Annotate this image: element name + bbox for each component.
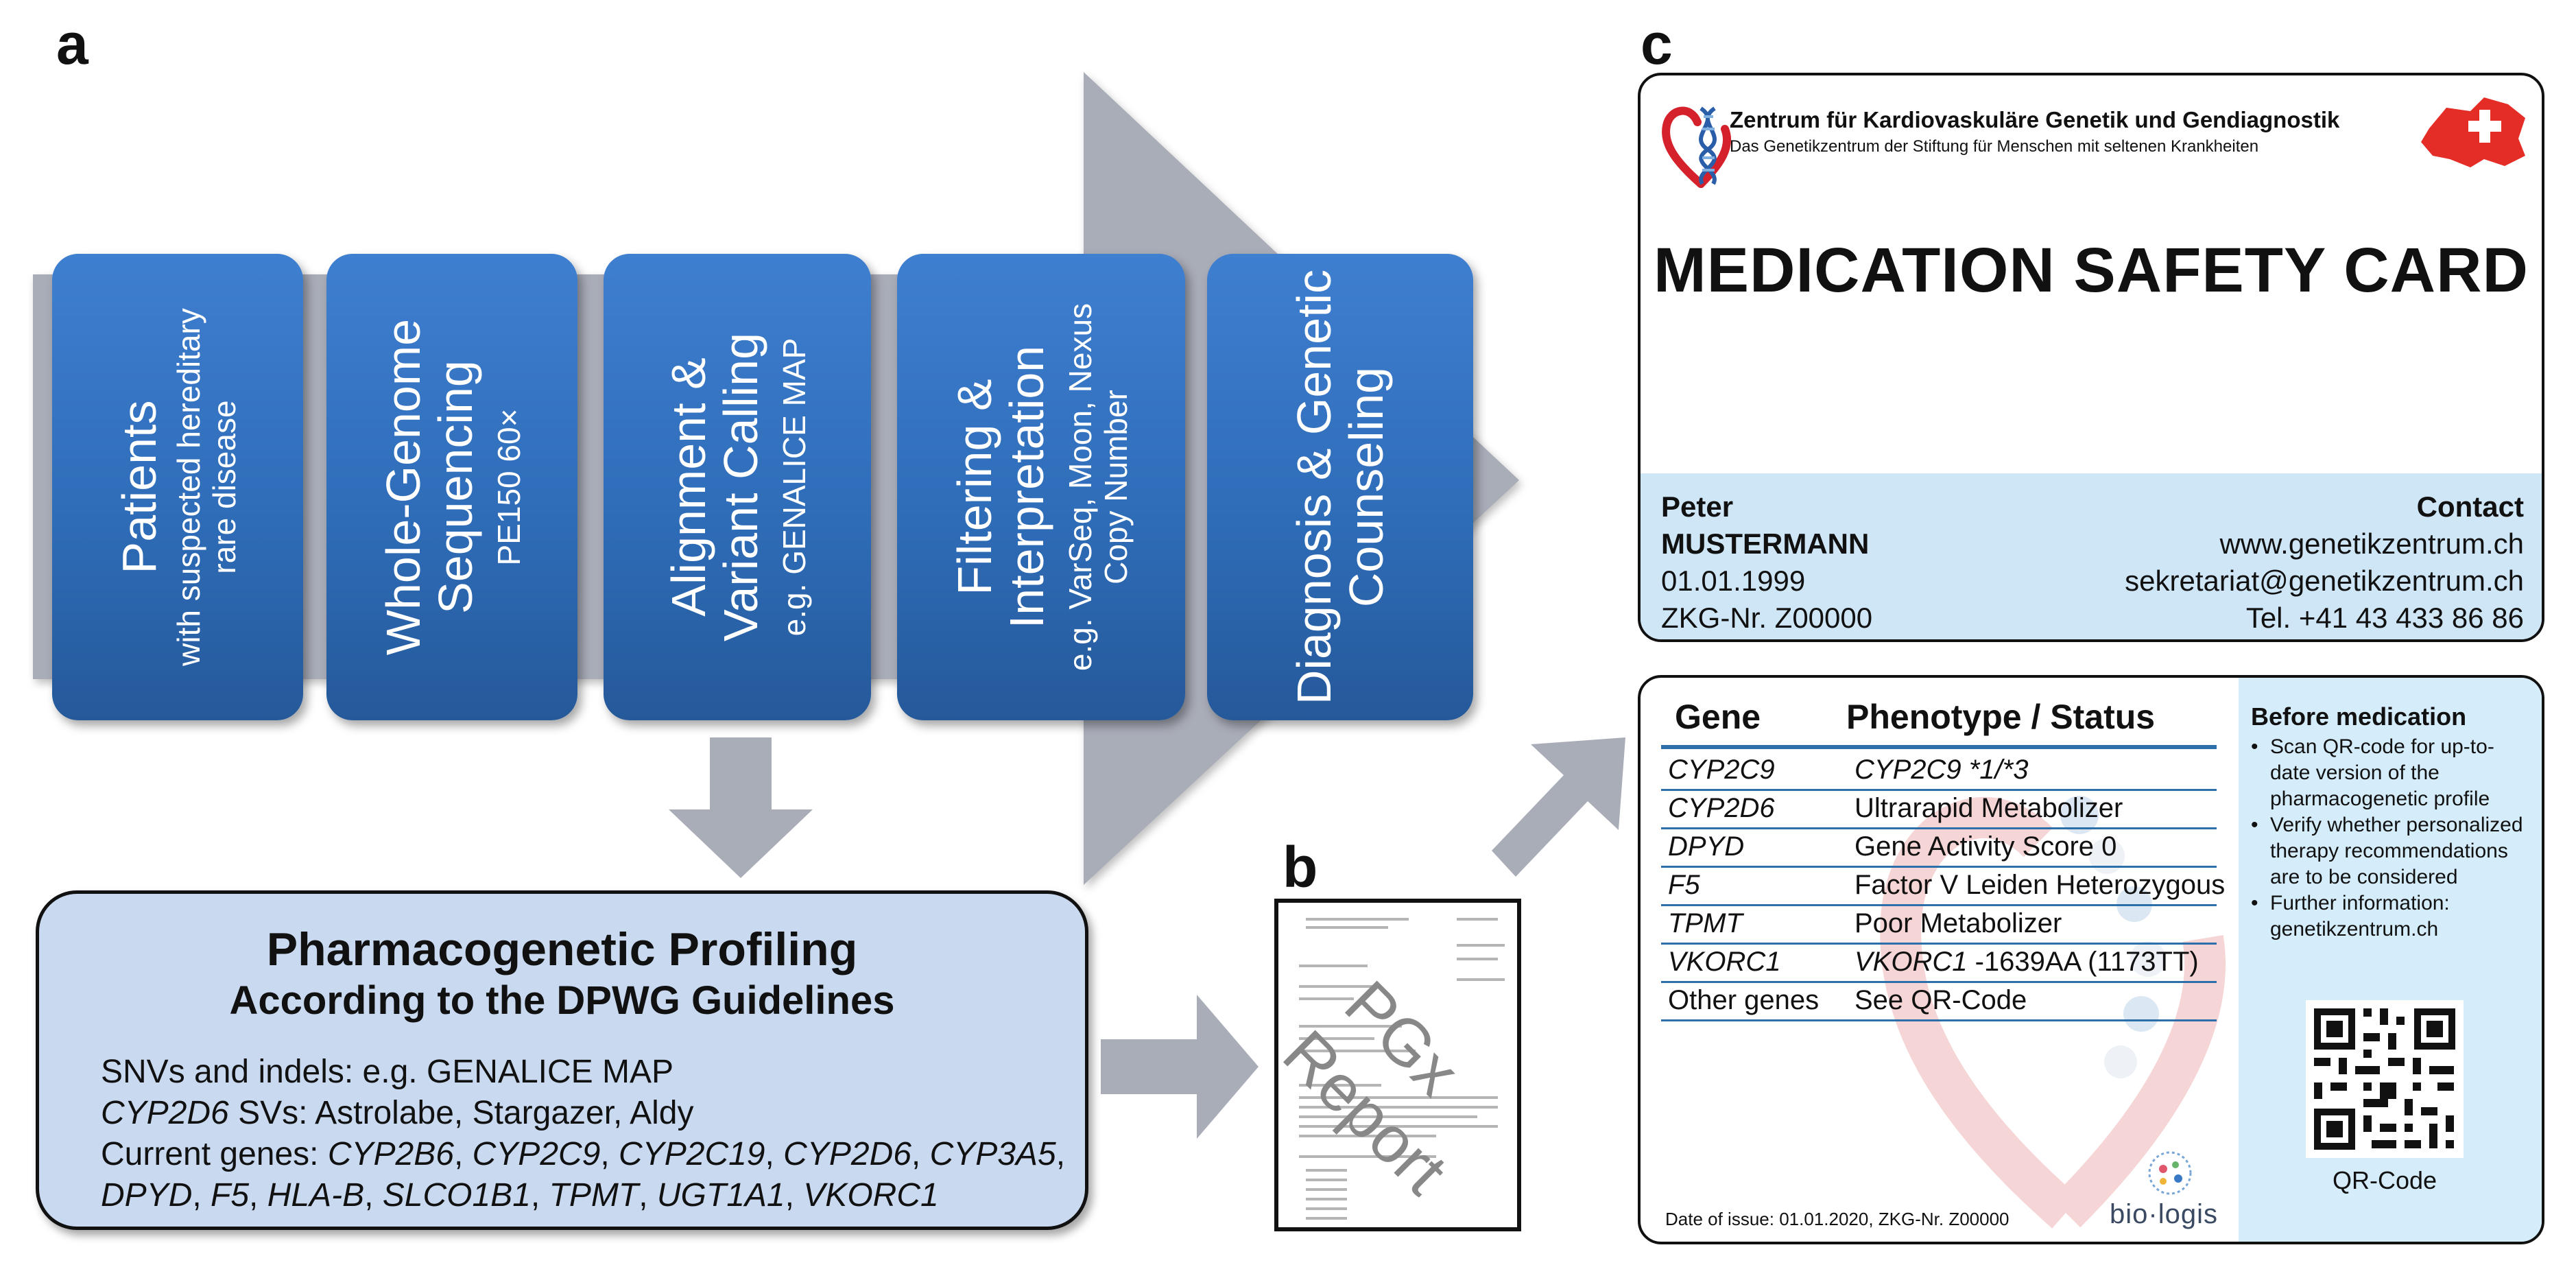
step-diagnosis: Diagnosis & Genetic Counseling xyxy=(1207,254,1473,720)
gene-cell: CYP2C9 xyxy=(1668,755,1775,785)
contact-email: sekretariat@genetikzentrum.ch xyxy=(2125,565,2524,597)
gene: CYP3A5 xyxy=(929,1136,1056,1172)
phenotype-cell: VKORC1 -1639AA (1173TT) xyxy=(1855,947,2199,977)
col-gene-header: Gene xyxy=(1675,698,1761,736)
gene-row: TPMT Poor Metabolizer xyxy=(1661,904,2217,945)
holder-zkg: ZKG-Nr. Z00000 xyxy=(1661,602,1873,634)
phenotype-cell: Factor V Leiden Heterozygous xyxy=(1855,870,2226,900)
step-patients-title: Patients xyxy=(112,400,166,574)
right-arrow-report xyxy=(1101,995,1259,1139)
date-of-issue: Date of issue: 01.01.2020, ZKG-Nr. Z0000… xyxy=(1665,1209,2009,1229)
gene: SLCO1B1 xyxy=(382,1177,531,1214)
diagonal-arrow-card xyxy=(1492,737,1625,877)
gene-row: DPYD Gene Activity Score 0 xyxy=(1661,827,2217,868)
gene-cell: Other genes xyxy=(1668,985,1820,1015)
gene: VKORC1 xyxy=(803,1177,939,1214)
panel-label-a: a xyxy=(56,12,88,76)
pgx-current-label: Current genes: xyxy=(101,1136,328,1172)
biologis-wordmark: bio·logis xyxy=(2110,1199,2218,1229)
gene-cell: CYP2D6 xyxy=(1668,793,1775,823)
phenotype-cell: Gene Activity Score 0 xyxy=(1855,831,2117,862)
qr-code-label: QR-Code xyxy=(2332,1166,2437,1194)
pgx-title: Pharmacogenetic Profiling xyxy=(266,923,858,975)
panel-label-b: b xyxy=(1283,835,1318,899)
gene-row: Other genes See QR-Code xyxy=(1661,981,2217,1021)
step-wgs-subtitle: PE150 60× xyxy=(491,408,527,566)
pgx-report-thumbnail: PGx Report xyxy=(1274,899,1521,1231)
pgx-svs: CYP2D6 SVs: Astrolabe, Stargazer, Aldy xyxy=(101,1093,693,1134)
step-diagnosis-title: Diagnosis & Genetic Counseling xyxy=(1287,269,1393,705)
list-item: Verify whether personalized therapy reco… xyxy=(2251,812,2532,890)
pgx-subtitle: According to the DPWG Guidelines xyxy=(229,978,895,1023)
list-item: Scan QR-code for up-to-date version of t… xyxy=(2251,734,2532,812)
step-patients-subtitle: with suspected hereditary rare disease xyxy=(171,308,242,666)
before-medication-title: Before medication xyxy=(2251,702,2467,731)
phenotype-cell: Poor Metabolizer xyxy=(1855,908,2062,938)
org-subtitle: Das Genetikzentrum der Stiftung für Mens… xyxy=(1730,137,2259,156)
gene-row: VKORC1 VKORC1 -1639AA (1173TT) xyxy=(1661,943,2217,983)
medication-card-front: Zentrum für Kardiovaskuläre Genetik und … xyxy=(1638,73,2544,642)
qr-code-icon xyxy=(2306,1000,2464,1158)
gene-cell: TPMT xyxy=(1668,908,1743,938)
gene-row: F5 Factor V Leiden Heterozygous xyxy=(1661,866,2225,906)
gene: UGT1A1 xyxy=(656,1177,785,1214)
header-rule xyxy=(1661,745,2217,749)
gene: F5 xyxy=(211,1177,250,1214)
gene-row: CYP2D6 Ultrarapid Metabolizer xyxy=(1661,789,2217,829)
step-alignment-subtitle: e.g. GENALICE MAP xyxy=(776,338,812,637)
gene: HLA-B xyxy=(267,1177,365,1214)
gene-cell: DPYD xyxy=(1668,831,1745,862)
step-alignment: Alignment & Variant Calling e.g. GENALIC… xyxy=(604,254,871,720)
phenotype-cell: CYP2C9 *1/*3 xyxy=(1855,755,2029,785)
contact-website: www.genetikzentrum.ch xyxy=(2219,528,2524,560)
down-arrow xyxy=(669,737,813,878)
pgx-svs-gene: CYP2D6 xyxy=(101,1095,229,1131)
holder-last-name: MUSTERMANN xyxy=(1661,528,1870,560)
step-wgs: Whole-Genome Sequencing PE150 60× xyxy=(326,254,577,720)
watermark-heart-dna-graphic xyxy=(1880,796,2226,1229)
gene-cell: F5 xyxy=(1668,870,1700,900)
step-filtering-subtitle: e.g. VarSeq, Moon, Nexus Copy Number xyxy=(1062,303,1134,672)
gene: TPMT xyxy=(549,1177,639,1214)
panel-label-c: c xyxy=(1641,12,1673,76)
gene: CYP2C9 xyxy=(472,1136,601,1172)
medication-card-back: Gene Phenotype / Status CYP2C9 CYP2C9 *1… xyxy=(1638,675,2544,1244)
contact-phone: Tel. +41 43 433 86 86 xyxy=(2245,602,2524,634)
pgx-svs-text: SVs: Astrolabe, Stargazer, Aldy xyxy=(228,1095,694,1131)
phenotype-cell: Ultrarapid Metabolizer xyxy=(1855,793,2123,823)
gene: CYP2D6 xyxy=(783,1136,911,1172)
gene: DPYD xyxy=(101,1177,193,1214)
card-title: MEDICATION SAFETY CARD xyxy=(1654,235,2529,305)
phenotype-cell: See QR-Code xyxy=(1855,985,2027,1015)
gene: CYP2C19 xyxy=(619,1136,765,1172)
card-front-info-band xyxy=(1641,473,2542,639)
swiss-flag-map-icon xyxy=(2421,97,2525,167)
step-wgs-title: Whole-Genome Sequencing xyxy=(377,318,482,656)
pgx-profiling-box: Pharmacogenetic Profiling According to t… xyxy=(36,890,1088,1230)
gene: CYP2B6 xyxy=(327,1136,454,1172)
pgx-snvs: SNVs and indels: e.g. GENALICE MAP xyxy=(101,1054,674,1090)
before-medication-list: Scan QR-code for up-to-date version of t… xyxy=(2251,734,2532,943)
gene-cell: VKORC1 xyxy=(1668,947,1781,977)
step-filtering: Filtering & Interpretation e.g. VarSeq, … xyxy=(897,254,1185,720)
list-item: Further information: genetikzentrum.ch xyxy=(2251,890,2532,943)
holder-first-name: Peter xyxy=(1661,490,1734,523)
biologis-logo-icon xyxy=(2148,1151,2192,1195)
step-filtering-title: Filtering & Interpretation xyxy=(948,345,1053,629)
pgx-genes-line2: DPYD, F5, HLA-B, SLCO1B1, TPMT, UGT1A1, … xyxy=(101,1177,939,1214)
step-alignment-title: Alignment & Variant Calling xyxy=(662,332,767,642)
holder-dob: 01.01.1999 xyxy=(1661,565,1806,597)
step-patients: Patients with suspected hereditary rare … xyxy=(52,254,303,720)
contact-label: Contact xyxy=(2416,490,2524,523)
org-name: Zentrum für Kardiovaskuläre Genetik und … xyxy=(1730,107,2340,132)
gene-row: CYP2C9 CYP2C9 *1/*3 xyxy=(1661,750,2217,791)
heart-dna-logo xyxy=(1662,106,1732,188)
col-phenotype-header: Phenotype / Status xyxy=(1846,698,2156,736)
pgx-genes-line1: Current genes: CYP2B6, CYP2C9, CYP2C19, … xyxy=(101,1136,1066,1172)
